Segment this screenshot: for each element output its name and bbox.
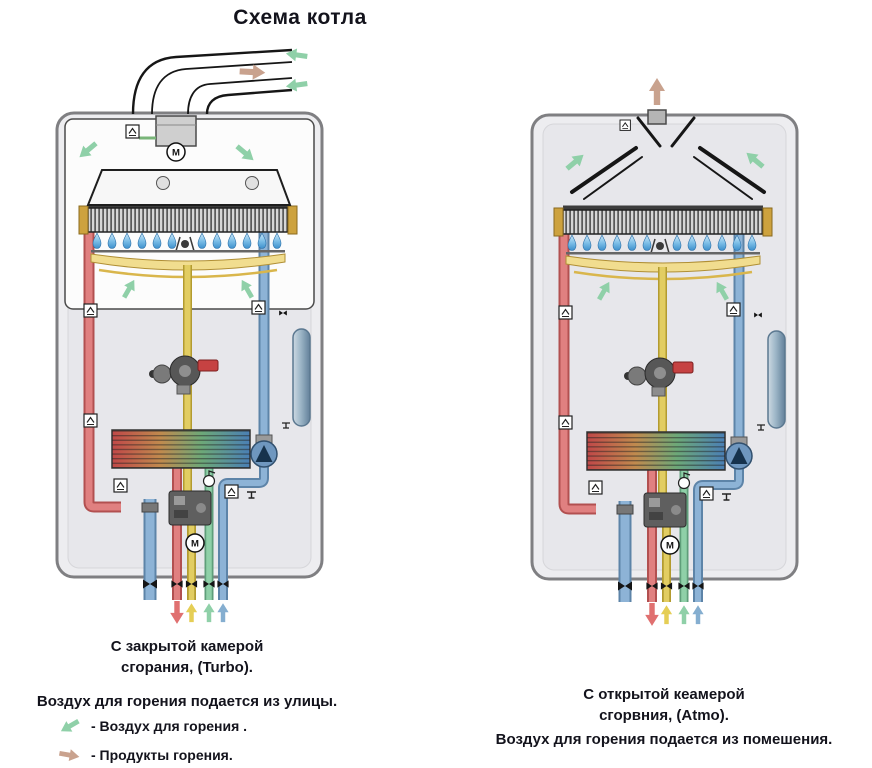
legend-label-air: - Воздух для горения . xyxy=(91,718,248,734)
turbo-caption-line1: С закрытой камерой xyxy=(110,638,264,655)
turbo-caption: С закрытой камерой сгорания, (Turbo). xyxy=(37,636,337,678)
legend-label-exhaust: - Продукты горения. xyxy=(91,747,233,763)
exhaust-arrow-icon xyxy=(239,63,266,81)
fan-collector-hood xyxy=(86,169,292,206)
boiler-turbo: M xyxy=(55,47,324,624)
exhaust-arrow-icon xyxy=(649,78,665,105)
atmo-caption-line1: С открытой кеамерой xyxy=(583,686,745,703)
atmo-caption: С открытой кеамерой сгорвния, (Atmo). xyxy=(494,684,834,726)
legend-item-air: - Воздух для горения . xyxy=(57,716,247,736)
air-arrow-icon xyxy=(57,716,82,736)
boiler-atmo xyxy=(530,78,799,626)
fan-motor-label: M xyxy=(172,148,180,159)
fan-assembly: M xyxy=(125,115,197,162)
atmo-caption-line2: сгорвния, (Atmo). xyxy=(599,707,729,724)
legend: - Воздух для горения . - Продукты горени… xyxy=(57,716,247,768)
atmo-description: Воздух для горения подается из помешения… xyxy=(495,731,833,748)
draft-hood xyxy=(570,109,766,200)
pressure-switch-icon xyxy=(125,124,140,139)
exhaust-arrow-icon xyxy=(58,747,81,763)
coaxial-flue xyxy=(131,48,293,115)
turbo-caption-line2: сгорания, (Turbo). xyxy=(121,659,253,676)
turbo-description: Воздух для горения подается из улицы. xyxy=(36,693,338,710)
page-title: Схема котла xyxy=(233,6,367,29)
sensor-icon xyxy=(619,119,631,131)
legend-item-exhaust: - Продукты горения. xyxy=(57,745,247,765)
